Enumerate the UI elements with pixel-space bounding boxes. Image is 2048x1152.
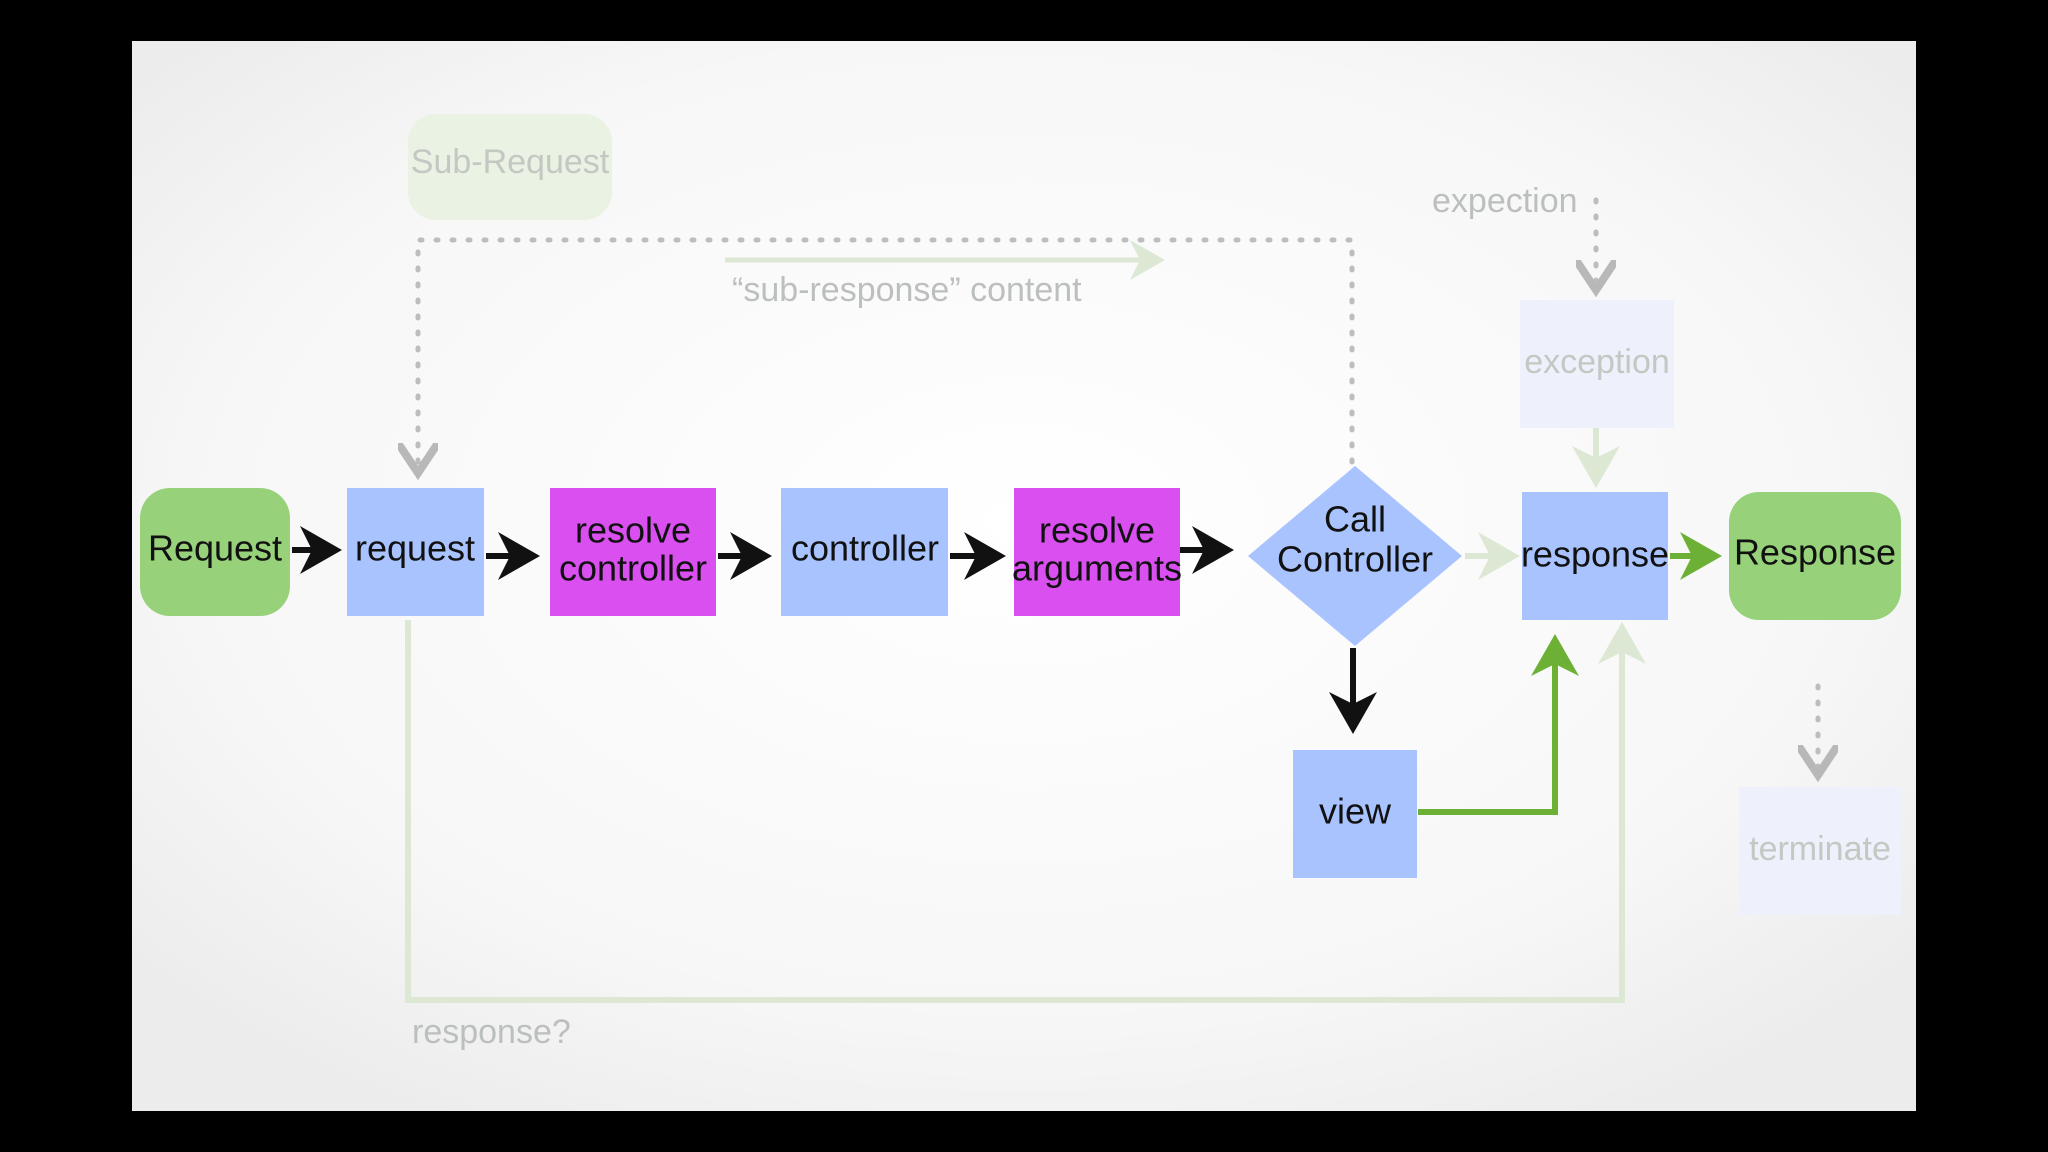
sub-request-label: Sub-Request bbox=[411, 143, 610, 181]
resolve-arguments-label-line2: arguments bbox=[1012, 548, 1182, 589]
arrow-view-to-response bbox=[1418, 634, 1579, 815]
exception-label: exception bbox=[1524, 343, 1670, 381]
sub-request-dotted-loop bbox=[418, 237, 1355, 468]
call-controller-label-line1: Call bbox=[1324, 499, 1386, 540]
resolve-controller-label-line2: controller bbox=[559, 548, 707, 589]
exception-node: exception bbox=[1520, 300, 1674, 428]
call-controller-label-line2: Controller bbox=[1277, 539, 1433, 580]
call-controller-node: Call Controller bbox=[1248, 466, 1462, 646]
response-end-node: Response bbox=[1729, 492, 1901, 620]
terminate-node: terminate bbox=[1739, 787, 1901, 915]
response-end-label: Response bbox=[1734, 532, 1896, 573]
response-shortcut-loop bbox=[405, 620, 1646, 1003]
terminate-label: terminate bbox=[1749, 830, 1891, 868]
controller-node: controller bbox=[781, 488, 948, 616]
sub-response-annotation: “sub-response” content bbox=[732, 271, 1082, 309]
request-start-label: Request bbox=[148, 528, 282, 569]
response-node: response bbox=[1521, 492, 1669, 620]
response-label: response bbox=[1521, 534, 1669, 575]
view-label: view bbox=[1319, 791, 1392, 832]
resolve-controller-label-line1: resolve bbox=[575, 510, 691, 551]
resolve-arguments-node: resolve arguments bbox=[1012, 488, 1182, 616]
resolve-arguments-label-line1: resolve bbox=[1039, 510, 1155, 551]
controller-label: controller bbox=[791, 528, 939, 569]
expection-annotation: expection bbox=[1432, 182, 1578, 220]
response-question-annotation: response? bbox=[412, 1013, 571, 1051]
request-start-node: Request bbox=[140, 488, 290, 616]
request-node: request bbox=[347, 488, 484, 616]
sub-request-node: Sub-Request bbox=[408, 114, 612, 220]
request-label: request bbox=[355, 528, 475, 569]
view-node: view bbox=[1293, 750, 1417, 878]
resolve-controller-node: resolve controller bbox=[550, 488, 716, 616]
